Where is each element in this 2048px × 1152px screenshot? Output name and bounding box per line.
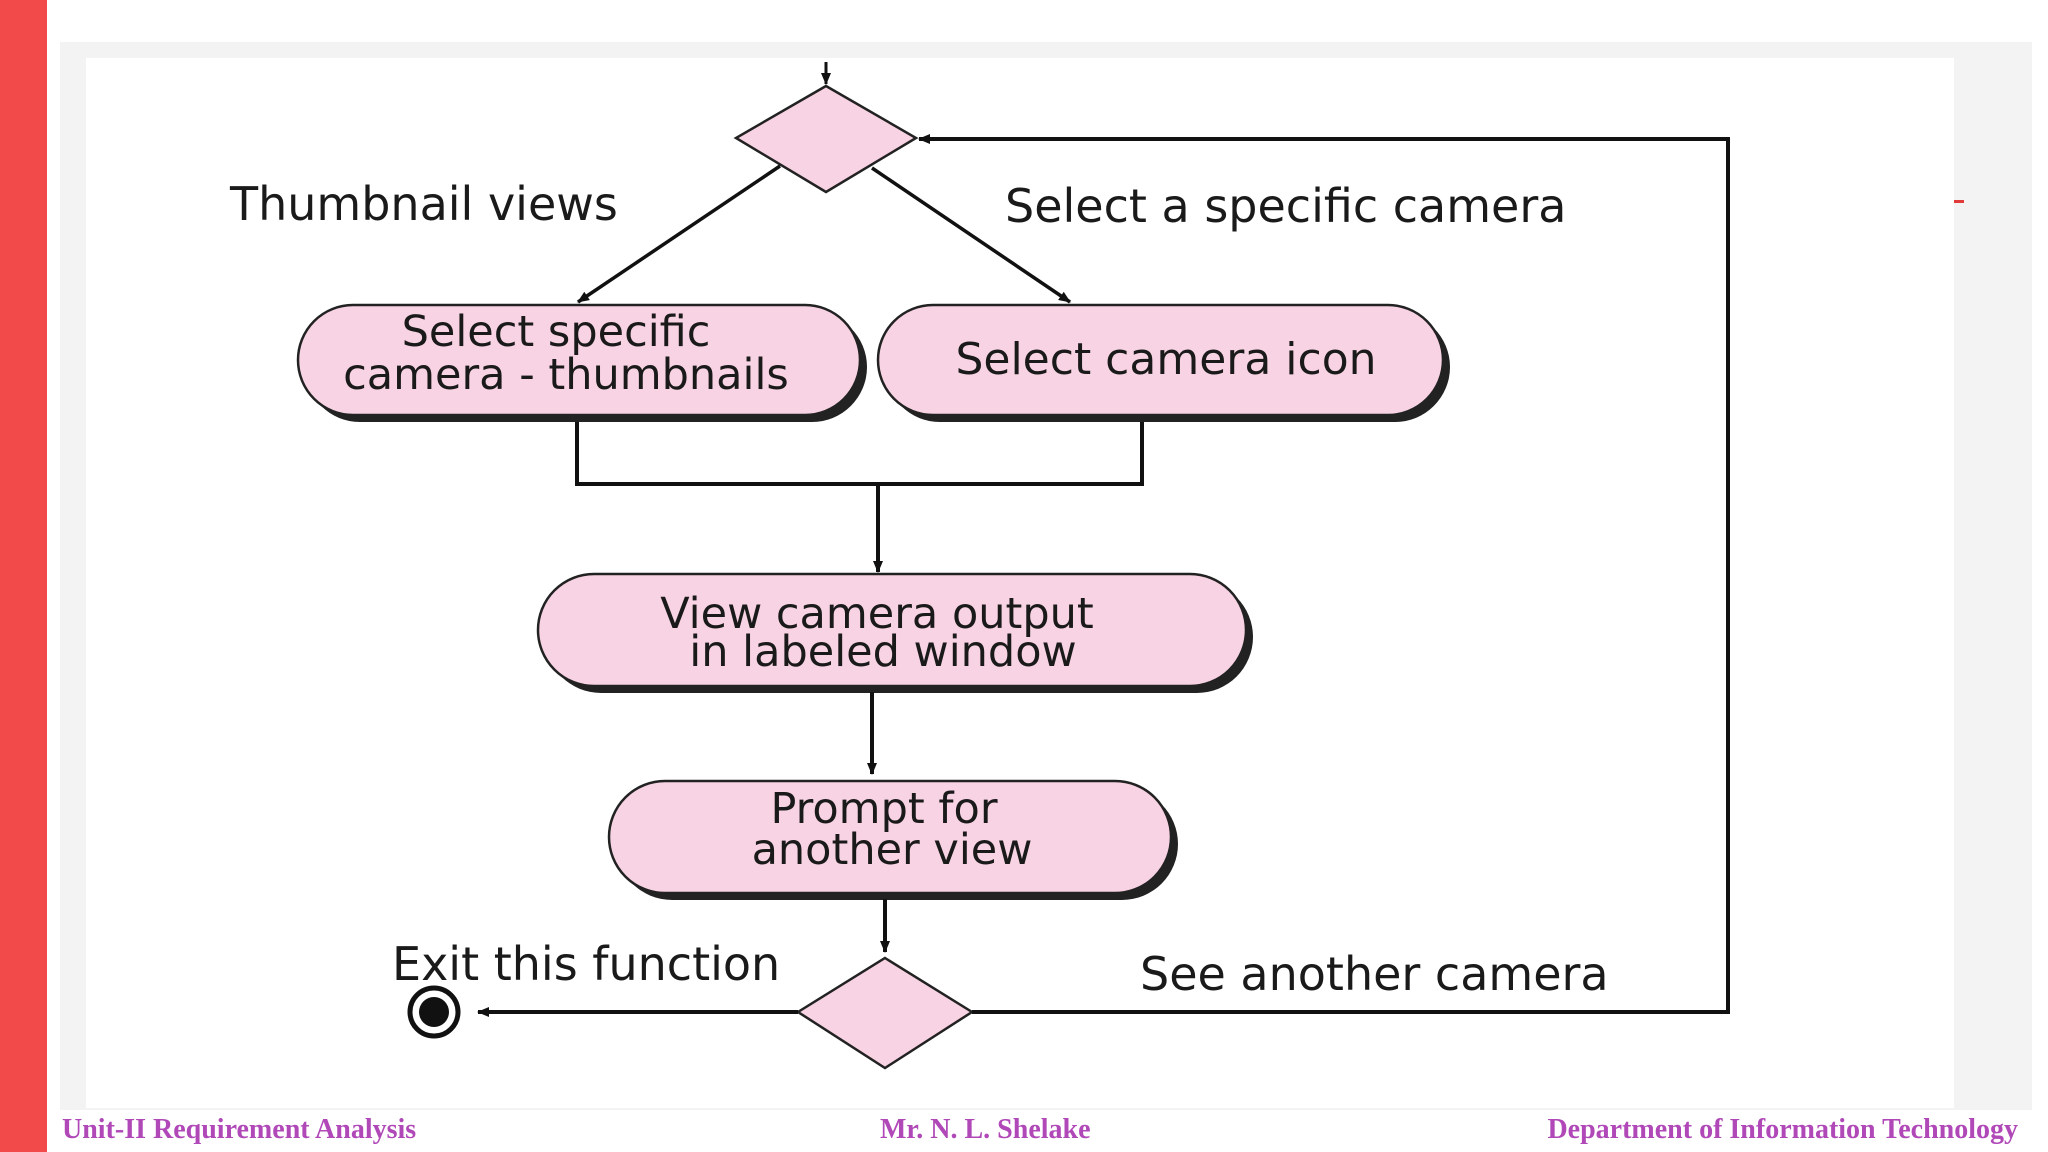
arrow-to-thumbnails (577, 164, 781, 304)
loop-back-arrow (918, 134, 1730, 1014)
footer-author: Mr. N. L. Shelake (880, 1114, 1091, 1145)
decision-diamond-bottom (795, 956, 975, 1070)
label-select-specific-camera: Select a specific camera (1005, 179, 1566, 233)
merge-bracket (575, 422, 1144, 486)
node-thumbnails-line2: camera - thumbnails (343, 350, 789, 400)
node-view-output-line1: View camera output (660, 589, 1094, 639)
node-select-thumbnails: Select specific camera - thumbnails (296, 303, 867, 422)
footer-unit: Unit-II Requirement Analysis (62, 1114, 417, 1145)
node-view-output-line2: in labeled window (689, 627, 1076, 677)
arrow-to-camera-icon (871, 166, 1071, 304)
node-prompt-line1: Prompt for (770, 784, 997, 834)
node-camera-icon-label: Select camera icon (955, 334, 1376, 385)
label-exit-function: Exit this function (392, 937, 780, 991)
footer-department: Department of Information Technology (1547, 1114, 2018, 1145)
label-thumbnail-views: Thumbnail views (229, 177, 618, 231)
red-mark (1954, 200, 1964, 203)
label-see-another-camera: See another camera (1140, 947, 1609, 1001)
node-thumbnails-line1: Select specific (402, 307, 711, 357)
node-view-output: View camera output in labeled window (536, 572, 1253, 693)
left-accent-bar (0, 0, 47, 1152)
node-prompt: Prompt for another view (607, 779, 1178, 900)
decision-diamond-top (733, 84, 919, 194)
final-node (407, 985, 461, 1039)
node-prompt-line2: another view (752, 825, 1033, 875)
node-select-camera-icon: Select camera icon (876, 303, 1450, 422)
